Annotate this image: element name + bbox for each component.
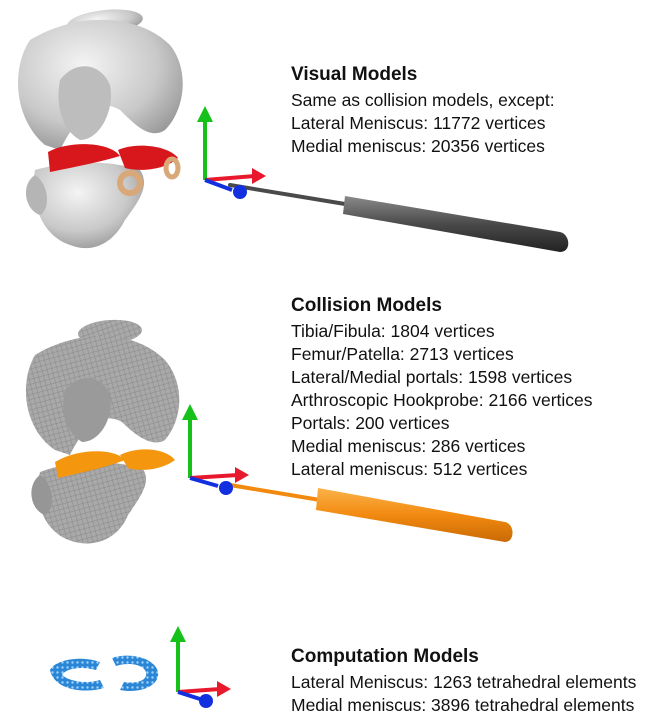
panel-line: Portals: 200 vertices [291,412,593,435]
coordinate-axes-computation [170,626,231,708]
panel-line: Lateral Meniscus: 11772 vertices [291,112,555,135]
collision-models-panel: Collision Models Tibia/Fibula: 1804 vert… [0,290,667,560]
visual-models-panel: Visual Models Same as collision models, … [0,0,667,270]
computation-models-panel: Computation Models Lateral Meniscus: 126… [0,600,667,713]
knee-bone-visual [18,6,183,248]
panel-title: Collision Models [291,295,593,317]
collision-models-text: Collision Models Tibia/Fibula: 1804 vert… [291,295,593,481]
panel-line: Lateral meniscus: 512 vertices [291,458,593,481]
panel-line: Medial meniscus: 20356 vertices [291,135,555,158]
coordinate-axes-collision [182,404,249,495]
meniscus-computation [50,656,158,691]
panel-title: Computation Models [291,646,636,668]
probe-collision [230,485,513,542]
visual-models-text: Visual Models Same as collision models, … [291,64,555,158]
panel-line: Lateral/Medial portals: 1598 vertices [291,366,593,389]
panel-line: Medial meniscus: 286 vertices [291,435,593,458]
panel-line: Arthroscopic Hookprobe: 2166 vertices [291,389,593,412]
panel-line: Medial meniscus: 3896 tetrahedral elemen… [291,694,636,717]
panel-line: Femur/Patella: 2713 vertices [291,343,593,366]
knee-bone-collision [26,318,179,544]
panel-line: Same as collision models, except: [291,89,555,112]
panel-line: Lateral Meniscus: 1263 tetrahedral eleme… [291,671,636,694]
panel-title: Visual Models [291,64,555,86]
computation-models-text: Computation Models Lateral Meniscus: 126… [291,646,636,717]
probe-visual [230,185,568,252]
panel-line: Tibia/Fibula: 1804 vertices [291,320,593,343]
